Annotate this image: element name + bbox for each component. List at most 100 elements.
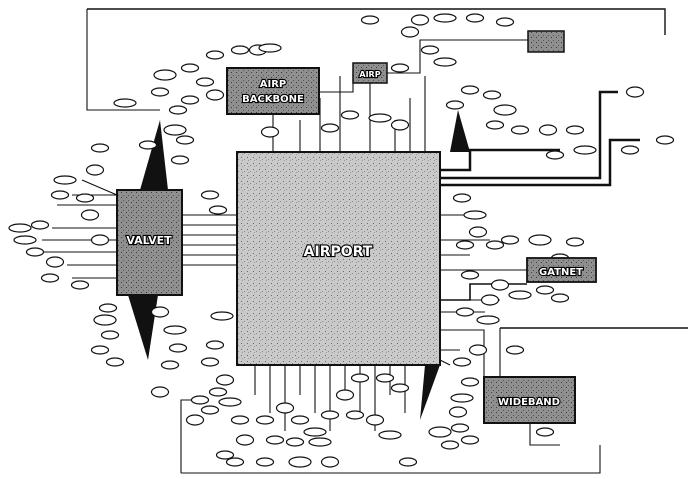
device-node	[375, 373, 395, 383]
device-node	[138, 140, 158, 150]
airp-small-block: AIRP	[352, 62, 388, 84]
device-node	[208, 387, 228, 397]
device-node	[452, 193, 472, 203]
device-node	[308, 437, 332, 447]
airp-backbone-label-2: BACKBONE	[242, 94, 304, 105]
device-node	[13, 235, 37, 245]
connection-line	[440, 329, 485, 377]
connection-funnel	[450, 110, 470, 152]
device-node	[535, 427, 555, 437]
device-node	[30, 220, 50, 230]
device-node	[493, 104, 517, 116]
device-node	[398, 457, 418, 467]
device-node	[45, 256, 65, 268]
device-node	[90, 345, 110, 355]
device-node	[410, 14, 430, 26]
device-node	[490, 279, 510, 291]
device-node	[620, 145, 640, 155]
device-node	[460, 270, 480, 280]
device-nodes	[8, 13, 675, 468]
device-node	[215, 450, 235, 460]
device-node	[90, 143, 110, 153]
device-node	[150, 386, 170, 398]
device-node	[448, 406, 468, 418]
device-node	[40, 273, 60, 283]
device-node	[400, 26, 420, 38]
device-node	[452, 357, 472, 367]
connection-line	[529, 423, 560, 446]
device-node	[180, 63, 200, 73]
device-node	[545, 150, 565, 160]
device-node	[288, 456, 312, 468]
device-node	[335, 389, 355, 401]
device-node	[345, 410, 365, 420]
device-node	[205, 340, 225, 350]
device-node	[476, 315, 500, 325]
device-node	[428, 426, 452, 438]
device-node	[505, 345, 525, 355]
airp-small-label: AIRP	[359, 70, 380, 79]
device-node	[510, 125, 530, 135]
device-node	[235, 434, 255, 446]
device-node	[468, 226, 488, 238]
device-node	[200, 405, 220, 415]
device-node	[550, 293, 570, 303]
device-node	[93, 314, 117, 326]
device-node	[163, 325, 187, 335]
device-node	[180, 95, 200, 105]
device-node	[160, 360, 180, 370]
connection-funnels	[128, 110, 470, 420]
device-node	[465, 13, 485, 23]
device-node	[175, 135, 195, 145]
device-node	[390, 383, 410, 393]
gatnet-block: GATNET	[526, 257, 597, 283]
device-node	[215, 374, 235, 386]
device-node	[433, 13, 457, 23]
device-node	[200, 357, 220, 367]
connection-funnel	[140, 120, 168, 190]
device-node	[230, 45, 250, 55]
connection-line	[440, 90, 618, 180]
top-right-box	[527, 30, 565, 53]
device-node	[290, 415, 310, 425]
device-node	[150, 87, 170, 97]
device-node	[265, 435, 285, 445]
device-node	[350, 373, 370, 383]
connection-line	[181, 445, 601, 474]
device-node	[230, 415, 250, 425]
device-node	[460, 85, 480, 95]
device-node	[485, 120, 505, 130]
wideband-block: WIDEBAND	[483, 376, 576, 424]
device-node	[468, 344, 488, 356]
device-node	[205, 50, 225, 60]
gatnet-label: GATNET	[539, 267, 583, 278]
airport-label: AIRPORT	[304, 244, 373, 260]
device-node	[53, 175, 77, 185]
device-node	[460, 377, 480, 387]
device-node	[275, 402, 295, 414]
device-node	[655, 135, 675, 145]
device-node	[455, 307, 475, 317]
device-node	[8, 223, 32, 233]
device-node	[538, 124, 558, 136]
device-node	[480, 294, 500, 306]
device-node	[625, 86, 645, 98]
wideband-label: WIDEBAND	[498, 397, 560, 408]
device-node	[85, 164, 105, 176]
device-node	[218, 397, 242, 407]
device-node	[25, 247, 45, 257]
device-node	[195, 77, 215, 87]
device-node	[500, 235, 520, 245]
device-node	[378, 430, 402, 440]
device-node	[508, 290, 532, 300]
device-node	[565, 237, 585, 247]
connection-line	[81, 179, 118, 196]
device-node	[440, 440, 460, 450]
device-node	[320, 410, 340, 420]
device-node	[390, 119, 410, 131]
device-node	[255, 415, 275, 425]
connection-line	[440, 148, 560, 172]
valvet-block: VALVET	[116, 189, 183, 296]
airport-block: AIRPORT	[236, 151, 441, 366]
